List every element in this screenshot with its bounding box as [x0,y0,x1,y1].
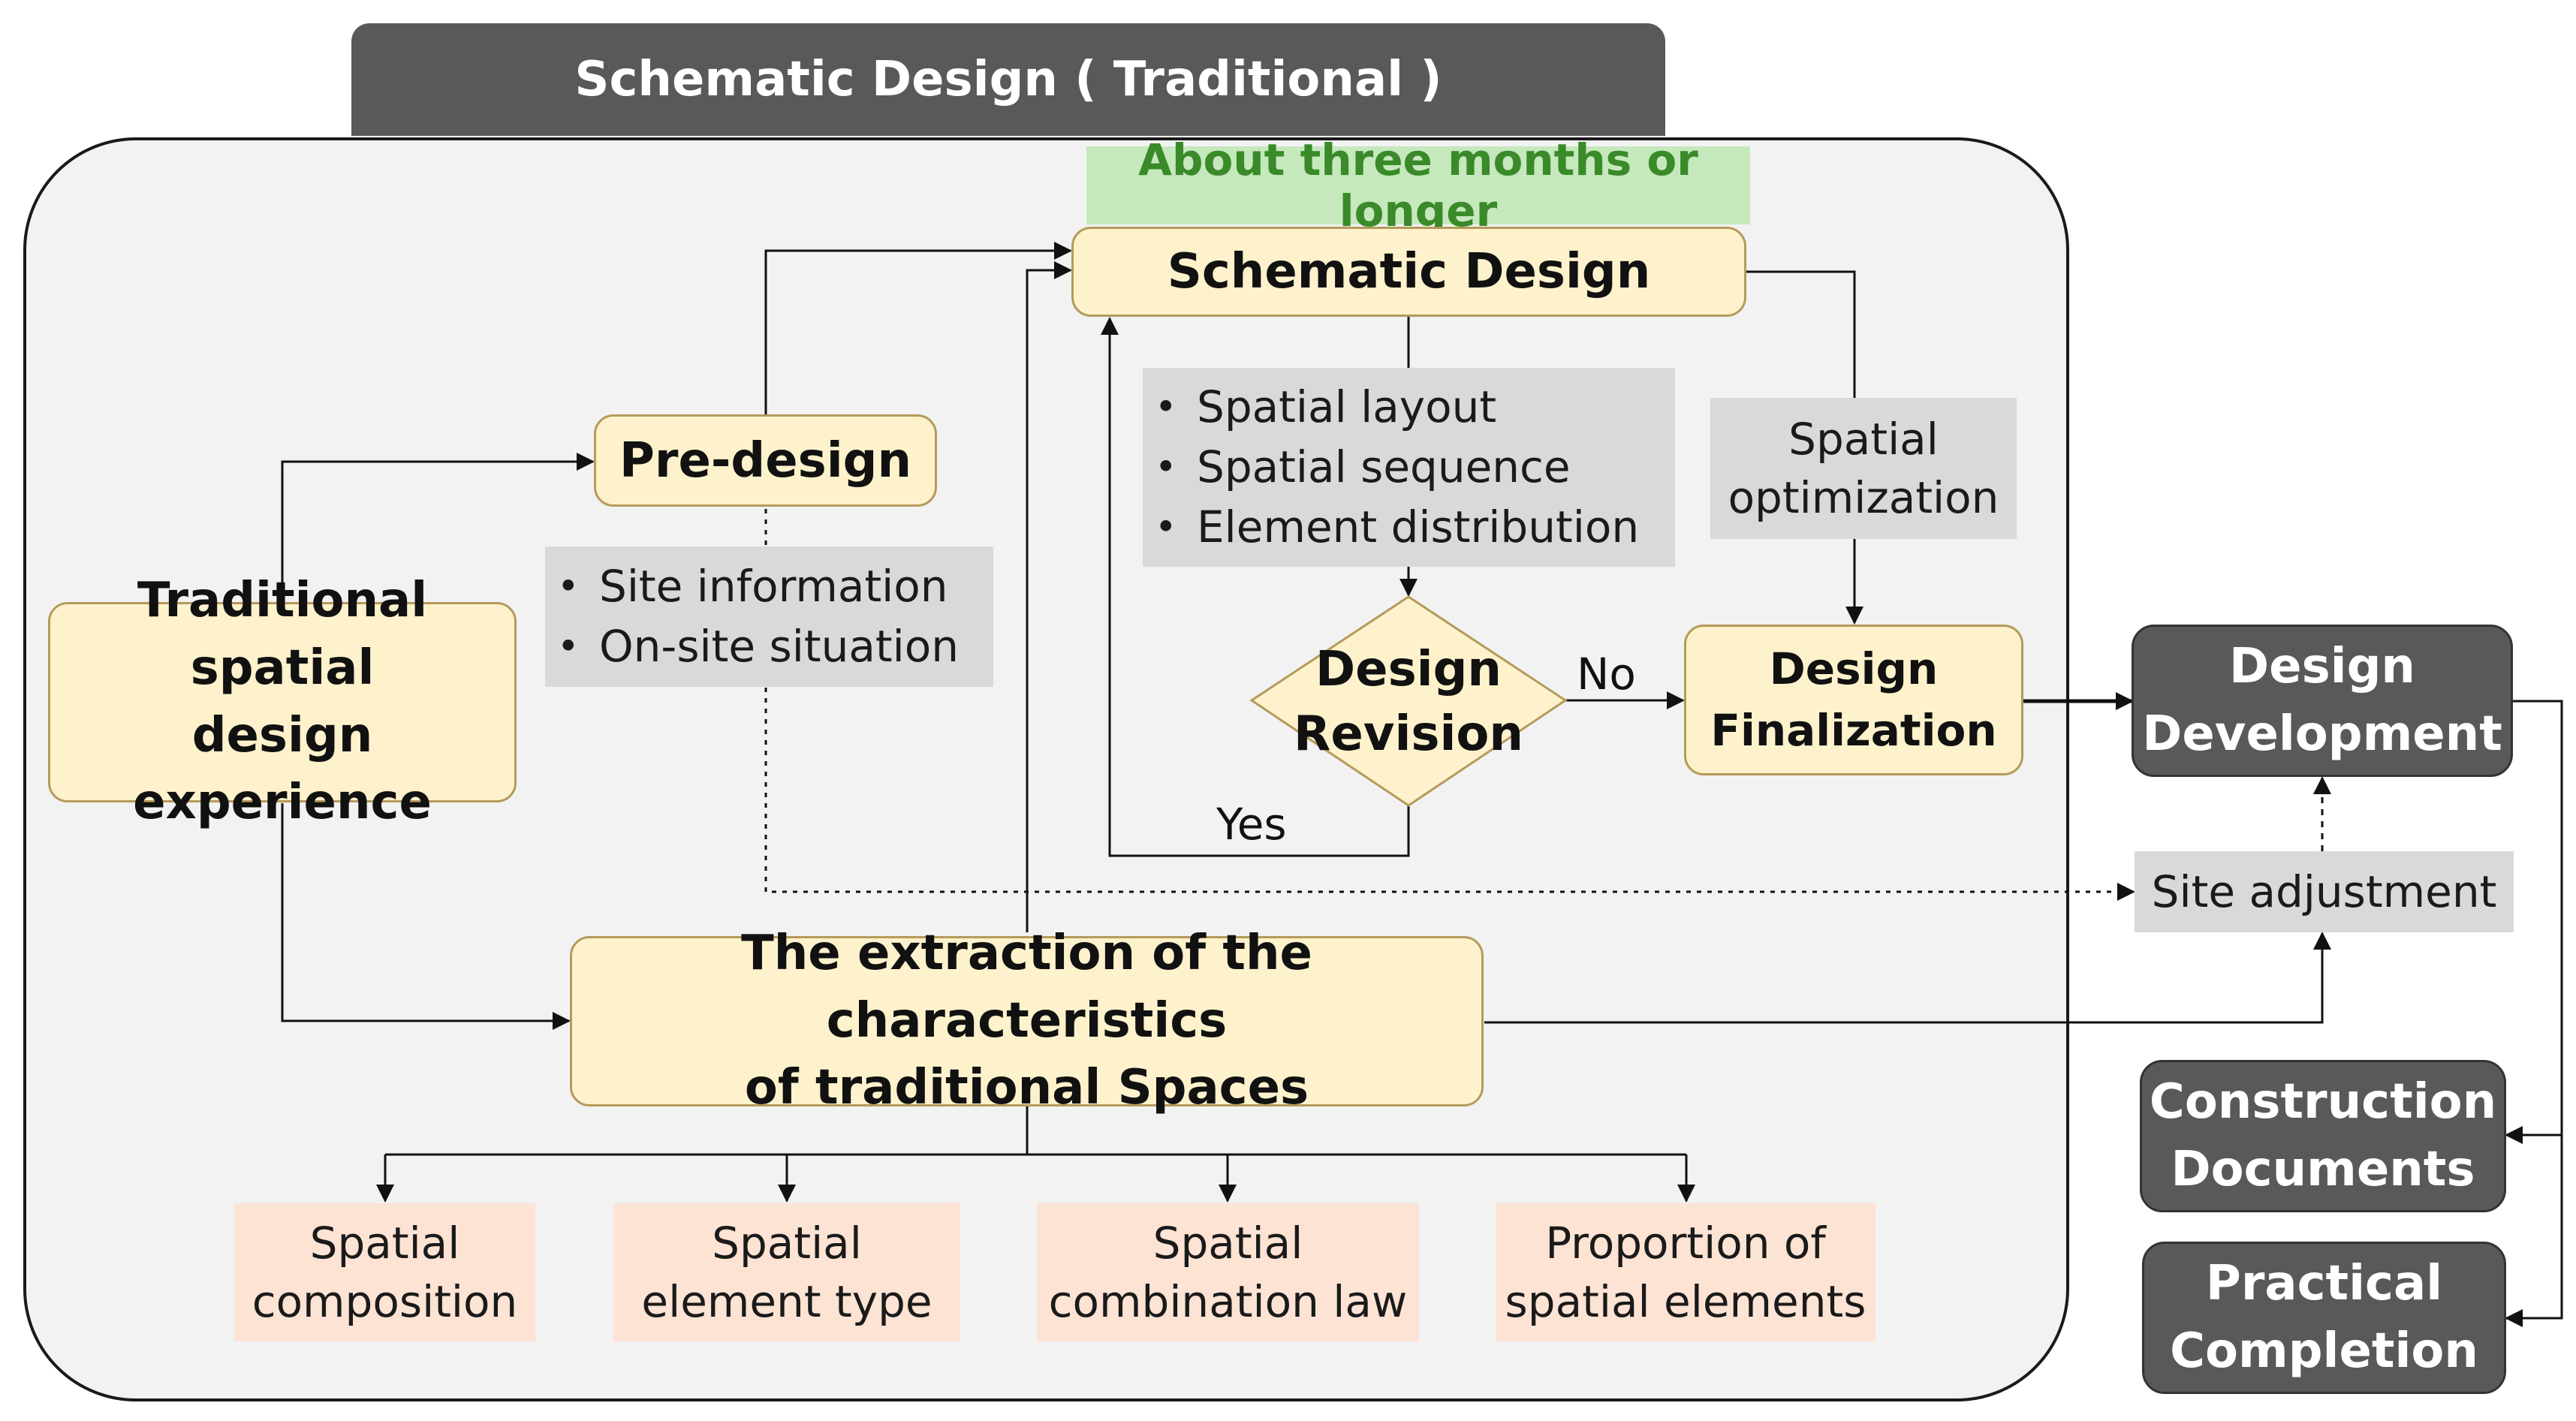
design-revision-label: Design Revision [1294,641,1523,762]
stage-construction-documents: Construction Documents [2140,1060,2506,1212]
connector-development-to-completion [2505,1135,2563,1327]
list-item: •Spatial sequence [1155,441,1571,492]
design-finalization-node: Design Finalization [1684,625,2023,775]
list-item: •Element distribution [1155,501,1640,552]
experience-label-line1: Traditional spatial [137,573,428,696]
stage-design-development: Design Development [2132,625,2513,777]
connector-predesign-to-schematic [764,242,1072,414]
connector-extraction-to-schematic [1026,261,1072,932]
characteristic-combination-law: Spatial combination law [1037,1203,1419,1341]
connector-development-to-construction [2505,700,2563,1144]
list-item: •Site information [557,561,948,612]
stage-practical-completion: Practical Completion [2142,1242,2506,1394]
schematic-design-node: Schematic Design [1071,227,1746,317]
diagram-title: Schematic Design ( Traditional ) [351,23,1665,136]
list-item: •Spatial layout [1155,381,1497,432]
connector-extraction-to-site [1484,932,2331,1024]
spatial-optimization-note: Spatial optimization [1710,398,2017,539]
stage-site-adjustment: Site adjustment [2135,851,2514,932]
pre-design-label: Pre-design [619,432,912,489]
schematic-design-label: Schematic Design [1167,244,1651,300]
spatial-aspects-list: •Spatial layout •Spatial sequence •Eleme… [1143,368,1675,567]
edge-label-no: No [1577,649,1636,700]
pre-design-node: Pre-design [594,414,937,507]
list-item: •On-site situation [557,621,960,672]
traditional-experience-node: Traditional spatial design experience [48,573,517,830]
connector-experience-to-extraction [281,803,571,1030]
connector-revision-yes [1101,317,1410,857]
characteristic-element-type: Spatial element type [613,1203,960,1341]
duration-banner: About three months or longer [1086,134,1750,236]
edge-label-yes: Yes [1216,799,1287,850]
characteristic-proportion: Proportion of spatial elements [1496,1203,1876,1341]
extraction-node: The extraction of the characteristics of… [570,926,1484,1115]
characteristic-spatial-composition: Spatial composition [234,1203,535,1341]
site-info-list: •Site information •On-site situation [545,546,993,687]
design-revision-diamond [1249,595,1568,807]
connector-experience-to-predesign [281,453,595,601]
experience-label-line2: design experience [133,707,432,831]
